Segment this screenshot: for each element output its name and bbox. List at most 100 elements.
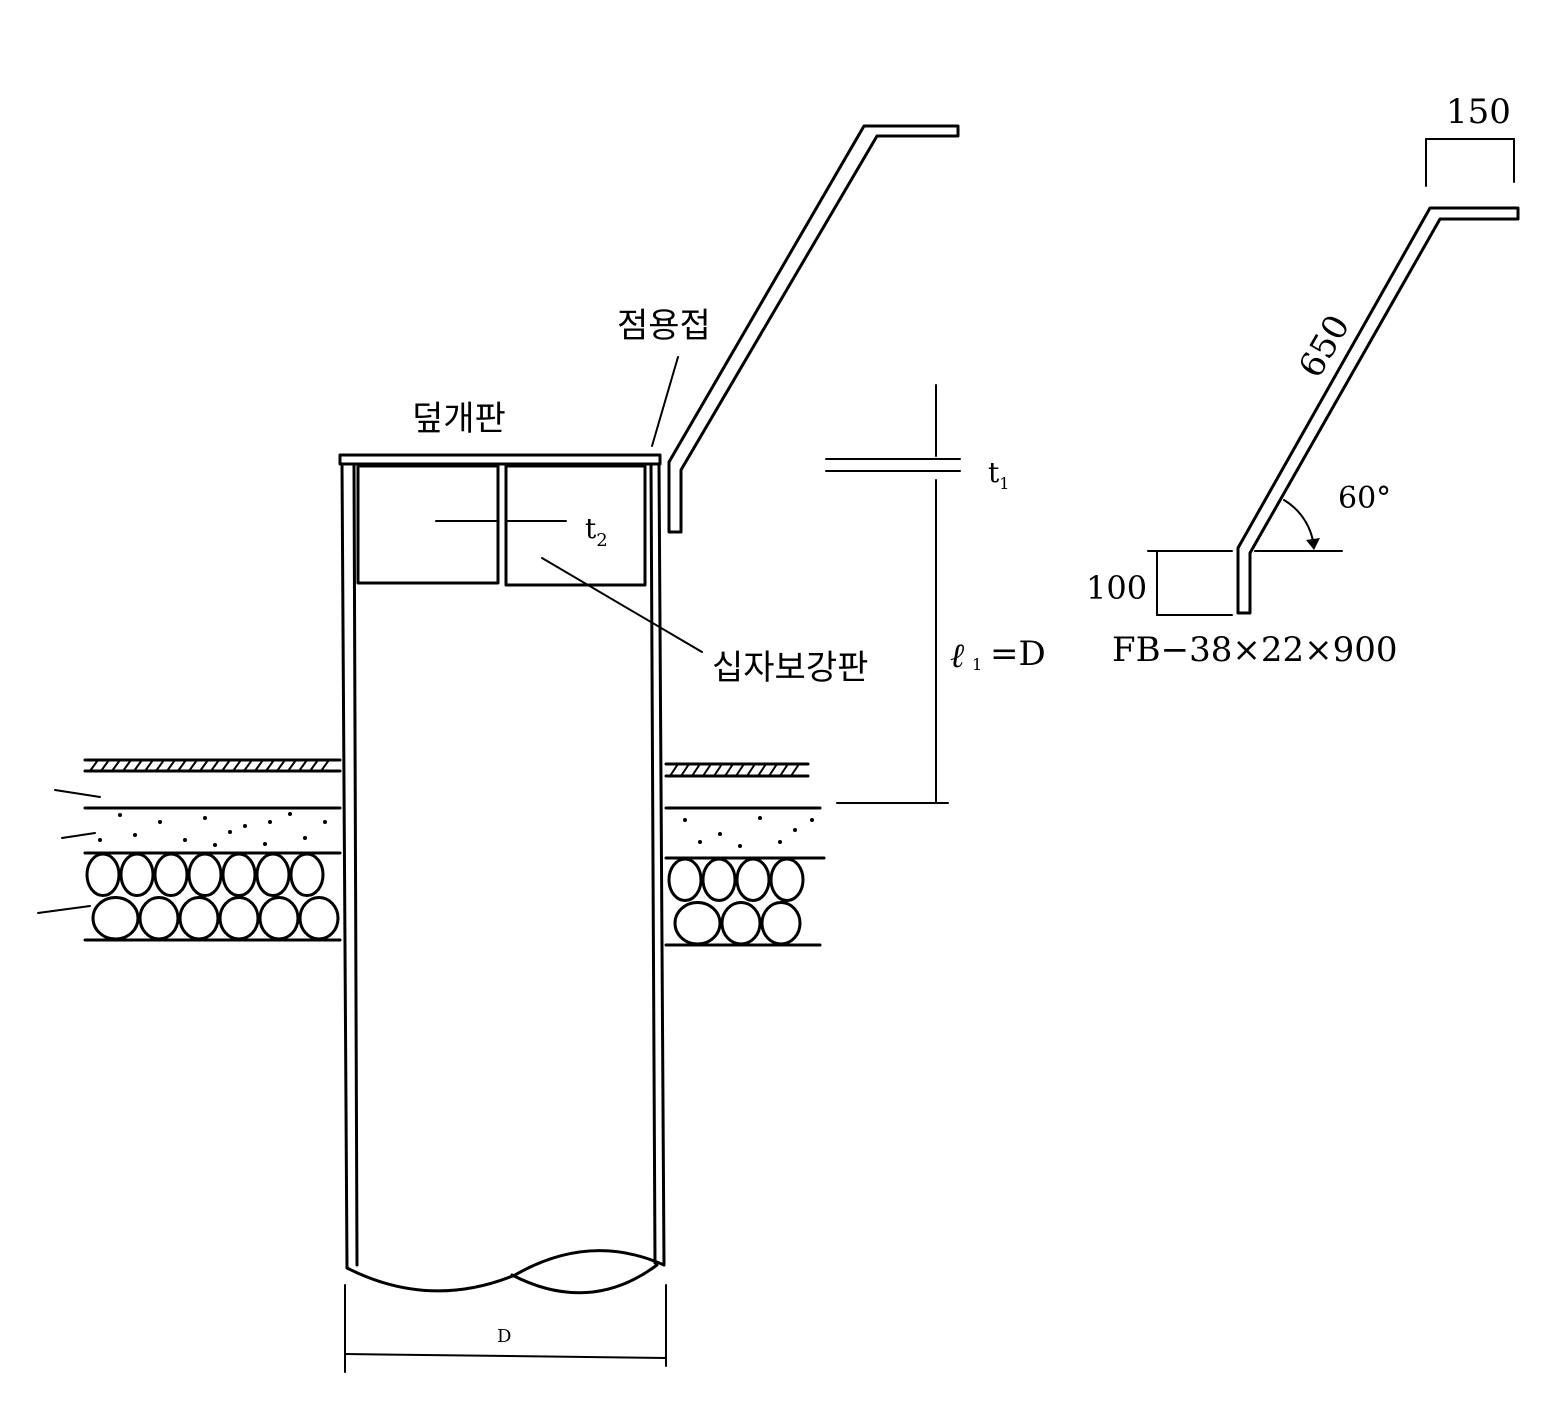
- hatch-stroke: [724, 763, 734, 777]
- hatch-stroke: [779, 763, 789, 777]
- hatch-stroke: [702, 763, 712, 777]
- rubble-stone: [218, 896, 260, 941]
- hatch-stroke: [680, 763, 690, 777]
- rubble-stone: [760, 901, 802, 946]
- stiffener-box-left: [356, 464, 500, 585]
- sand-dot: [183, 838, 187, 842]
- cover-plate-label: 덮개판: [412, 399, 506, 439]
- hatch-stroke: [144, 759, 154, 772]
- rubble-stone: [289, 852, 325, 897]
- rubble-stone: [91, 896, 140, 941]
- sand-dot: [98, 838, 102, 842]
- pipe-wall-right-outer: [657, 462, 666, 1267]
- hatch-stroke: [691, 763, 701, 777]
- hatch-stroke: [746, 763, 756, 777]
- stiffener-box-right: [504, 464, 647, 587]
- hatch-stroke: [199, 759, 209, 772]
- sand-dot: [323, 820, 327, 824]
- hatch-stroke: [757, 763, 767, 777]
- hatch-stroke: [177, 759, 187, 772]
- sand-dot: [203, 816, 207, 820]
- sand-dot: [213, 843, 217, 847]
- hatch-stroke: [320, 759, 330, 772]
- ground-layers-right: [664, 762, 826, 947]
- rubble-stone: [187, 852, 223, 897]
- hatch-stroke: [188, 759, 198, 772]
- rubble-stone: [769, 857, 805, 902]
- sand-dot: [303, 836, 307, 840]
- rubble-stones-left: [85, 852, 340, 941]
- hatch-stroke: [221, 759, 231, 772]
- dim-650-label: 650: [1291, 308, 1358, 384]
- t2-label: t2: [585, 512, 608, 551]
- hatch-stroke: [155, 759, 165, 772]
- break-line-front: [345, 1249, 666, 1293]
- sand-dot: [810, 818, 814, 822]
- break-line-back: [510, 1263, 659, 1295]
- sand-dot: [243, 824, 247, 828]
- sand-dot: [288, 812, 292, 816]
- l1-symbol: ℓ: [950, 636, 964, 676]
- dim-100-label: 100: [1086, 569, 1147, 607]
- rubble-stone: [255, 852, 291, 897]
- rubble-stone: [85, 852, 121, 897]
- sand-dots-right: [683, 816, 814, 848]
- l1-subscript: 1: [972, 655, 982, 674]
- bent-bar-attached: [667, 124, 960, 534]
- hatch-stroke: [287, 759, 297, 772]
- sand-dot: [698, 840, 702, 844]
- hatch-stroke: [276, 759, 286, 772]
- rubble-stone: [701, 857, 737, 902]
- pipe-column: [338, 453, 666, 1295]
- sand-dot: [268, 820, 272, 824]
- t1-label: t1: [988, 456, 1009, 493]
- pipe-wall-left-inner: [352, 462, 359, 1267]
- dimension-diameter: D: [344, 1284, 667, 1373]
- hatch-stroke: [89, 759, 99, 772]
- hatch-stroke: [122, 759, 132, 772]
- rubble-stone: [258, 896, 300, 941]
- hatch-stroke: [790, 763, 800, 777]
- hatch-stroke: [768, 763, 778, 777]
- spot-weld-label: 점용접: [617, 306, 711, 346]
- stiffener-leader: [541, 557, 703, 653]
- dim-150-label: 150: [1446, 92, 1511, 132]
- detail-bar-outline: [1236, 206, 1520, 615]
- hatch-stroke: [735, 763, 745, 777]
- diameter-label: D: [497, 1326, 511, 1347]
- rubble-stone: [298, 896, 340, 941]
- hatch-stroke: [243, 759, 253, 772]
- hatch-stroke: [254, 759, 264, 772]
- hatch-stroke: [309, 759, 319, 772]
- hatch-stroke: [669, 763, 679, 777]
- sand-dot: [758, 816, 762, 820]
- spot-weld-leader: [651, 356, 679, 447]
- sand-dot: [263, 842, 267, 846]
- sand-dot: [118, 813, 122, 817]
- angle-arrowhead: [1306, 538, 1320, 550]
- sand-dot: [158, 820, 162, 824]
- cover-plate: [338, 453, 662, 466]
- dimension-l1: t1 ℓ 1 =D: [825, 384, 1046, 804]
- hatch-stroke: [265, 759, 275, 772]
- rubble-stone: [119, 852, 155, 897]
- sand-dot: [683, 818, 687, 822]
- rubble-stone: [138, 896, 180, 941]
- layer-arrow-3: [37, 905, 91, 914]
- hatch-stroke: [100, 759, 110, 772]
- sand-dots-left: [98, 812, 327, 847]
- sand-dot: [738, 844, 742, 848]
- pavement-hatch-left: [89, 759, 330, 772]
- bar-spec-label: FB−38×22×900: [1112, 630, 1397, 670]
- hatch-stroke: [298, 759, 308, 772]
- rubble-stone: [720, 901, 762, 946]
- pavement-hatch-right: [669, 763, 800, 777]
- rubble-stone: [153, 852, 189, 897]
- layer-arrow-1: [54, 789, 101, 798]
- rubble-stone: [673, 901, 722, 946]
- hatch-stroke: [713, 763, 723, 777]
- ground-layers-left: [37, 758, 342, 942]
- sand-dot: [778, 840, 782, 844]
- sand-dot: [718, 832, 722, 836]
- cross-stiffener-plates: [356, 464, 647, 587]
